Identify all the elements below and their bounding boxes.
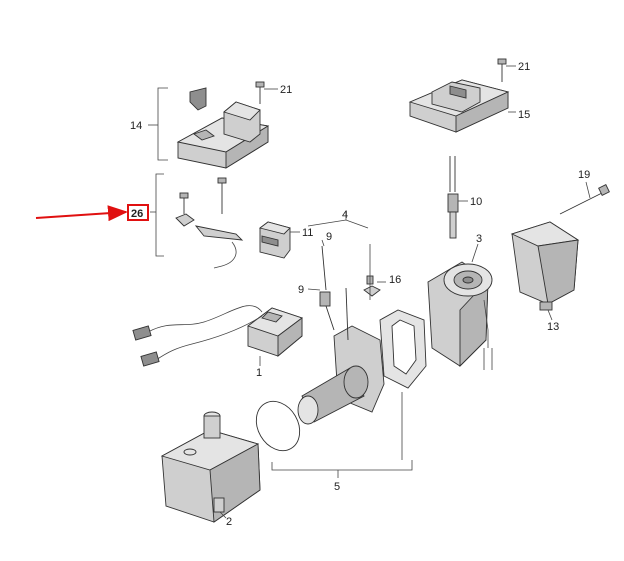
part-2-heat-exchanger[interactable] <box>160 411 261 523</box>
part-16-nut[interactable] <box>363 275 381 297</box>
part-14-cover[interactable] <box>176 87 270 169</box>
callout-13: 13 <box>547 321 559 333</box>
callout-14: 14 <box>130 120 142 132</box>
callout-15: 15 <box>518 109 530 121</box>
callout-3: 3 <box>476 233 482 245</box>
callout-19: 19 <box>578 169 590 181</box>
part-9-glow-pin-upper[interactable] <box>319 245 335 331</box>
part-1-cables <box>132 305 263 367</box>
wire-26 <box>213 241 237 269</box>
callout-21-right: 21 <box>518 61 530 73</box>
part-10-sensor[interactable] <box>447 156 459 239</box>
callout-9-upper: 9 <box>326 231 332 243</box>
callout-2: 2 <box>226 516 232 528</box>
part-1-connector[interactable] <box>247 307 303 357</box>
part-3-blower[interactable] <box>427 261 493 368</box>
o-ring-gasket[interactable] <box>248 393 309 458</box>
part-19-bolt[interactable] <box>559 184 610 215</box>
gasket-plate[interactable] <box>379 309 427 389</box>
callout-11: 11 <box>302 227 313 239</box>
callout-9-lower: 9 <box>298 284 304 296</box>
part-15-cover[interactable] <box>408 79 510 133</box>
part-5-combustion-tube[interactable] <box>297 325 385 425</box>
part-26-holder[interactable] <box>175 177 244 241</box>
blower-wire <box>483 299 493 370</box>
callout-16: 16 <box>389 274 401 286</box>
part-13-housing[interactable] <box>510 221 580 311</box>
callout-4: 4 <box>342 209 348 221</box>
callout-26[interactable]: 26 <box>131 208 143 220</box>
part-11-control-unit[interactable] <box>258 221 291 259</box>
highlight-box-26[interactable] <box>127 204 149 221</box>
callout-10: 10 <box>470 196 482 208</box>
screw-21-right[interactable] <box>497 58 507 82</box>
screw-21-left[interactable] <box>255 81 265 104</box>
callout-21-left: 21 <box>280 84 292 96</box>
callout-5: 5 <box>334 481 340 493</box>
arrow-right-icon <box>35 205 128 222</box>
callout-1: 1 <box>256 367 262 379</box>
